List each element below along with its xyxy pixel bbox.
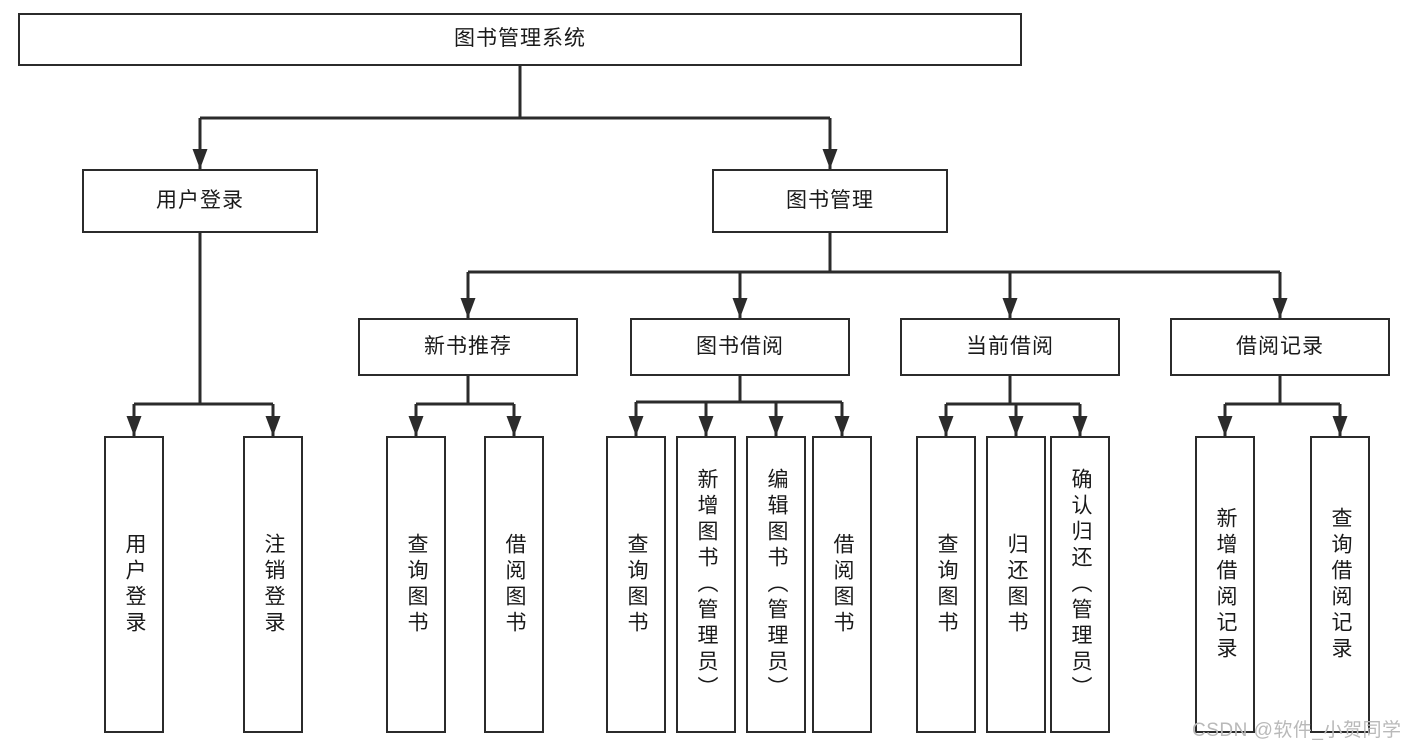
node-borrow-record: 借阅记录 [1170,318,1390,376]
node-book-borrow: 图书借阅 [630,318,850,376]
node-label: 图书借阅 [696,334,784,358]
node-label: 新书推荐 [424,334,512,358]
leaf-node-leaf-query-book-2: 查询图书 [606,436,666,733]
arrowhead [192,149,208,169]
node-label: 查询借阅记录 [1329,506,1353,663]
arrowhead [938,416,954,436]
node-label: 注销登录 [262,532,286,637]
node-user-login: 用户登录 [82,169,318,233]
arrowhead [1002,298,1018,318]
arrowhead [1272,298,1288,318]
arrowhead [768,416,784,436]
arrowhead [1217,416,1233,436]
watermark-text: CSDN @软件_小贺同学 [1192,720,1402,741]
leaf-node-leaf-add-book: 新增图书（管理员） [676,436,736,733]
arrowhead [1008,416,1024,436]
node-label: 用户登录 [123,532,147,637]
arrowhead [732,298,748,318]
leaf-node-leaf-borrow-book-2: 借阅图书 [812,436,872,733]
leaf-node-leaf-add-record: 新增借阅记录 [1195,436,1255,733]
arrowhead [628,416,644,436]
node-new-book-recommend: 新书推荐 [358,318,578,376]
leaf-node-leaf-query-book-3: 查询图书 [916,436,976,733]
arrowhead [408,416,424,436]
node-label: 归还图书 [1005,532,1029,637]
leaf-node-leaf-return-book: 归还图书 [986,436,1046,733]
arrowhead [460,298,476,318]
arrowhead [1072,416,1088,436]
root-node-root: 图书管理系统 [18,13,1022,66]
node-label: 借阅记录 [1236,334,1324,358]
arrowhead [834,416,850,436]
arrowhead [126,416,142,436]
leaf-node-leaf-query-record: 查询借阅记录 [1310,436,1370,733]
node-label: 查询图书 [625,532,649,637]
arrowhead [698,416,714,436]
arrowhead [822,149,838,169]
leaf-node-leaf-user-login: 用户登录 [104,436,164,733]
node-label: 用户登录 [156,188,244,212]
node-label: 借阅图书 [831,532,855,637]
leaf-node-leaf-query-book-1: 查询图书 [386,436,446,733]
arrowhead [265,416,281,436]
node-book-manage: 图书管理 [712,169,948,233]
node-label: 当前借阅 [966,334,1054,358]
node-label: 确认归还（管理员） [1069,467,1093,702]
node-label: 新增图书（管理员） [695,467,719,702]
leaf-node-leaf-logout: 注销登录 [243,436,303,733]
node-label: 查询图书 [935,532,959,637]
node-current-borrow: 当前借阅 [900,318,1120,376]
leaf-node-leaf-confirm-return: 确认归还（管理员） [1050,436,1110,733]
node-label: 新增借阅记录 [1214,506,1238,663]
node-label: 图书管理 [786,188,874,212]
arrowhead [506,416,522,436]
leaf-node-leaf-edit-book: 编辑图书（管理员） [746,436,806,733]
node-label: 查询图书 [405,532,429,637]
node-label: 图书管理系统 [454,27,586,51]
node-label: 借阅图书 [503,532,527,637]
leaf-node-leaf-borrow-book-1: 借阅图书 [484,436,544,733]
node-label: 编辑图书（管理员） [765,467,789,702]
arrowhead [1332,416,1348,436]
